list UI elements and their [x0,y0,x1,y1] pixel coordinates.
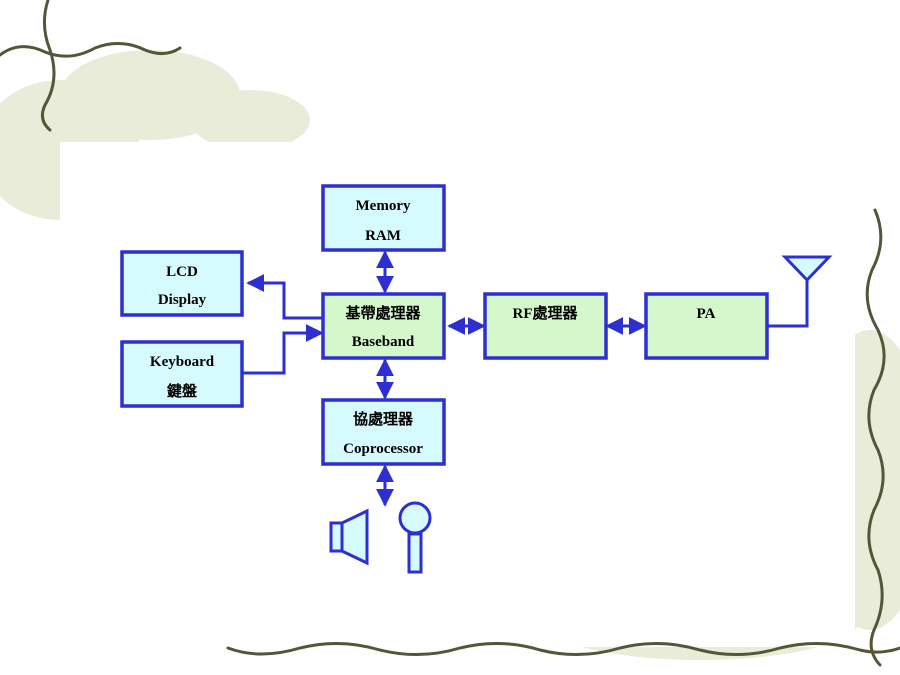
connector-pa-antenna [767,278,809,328]
keyboard-label-line2: 鍵盤 [167,382,198,400]
baseband-block: 基帶處理器 Baseband [321,292,446,360]
rf-block: RF處理器 [483,292,608,360]
connector-baseband-lcd [246,274,323,320]
keyboard-block: Keyboard 鍵盤 [120,340,244,408]
antenna-icon [781,255,833,283]
pa-block: PA [644,292,769,360]
vine-bottom [226,642,900,656]
coprocessor-label-line1: 協處理器 [353,410,414,428]
coprocessor-label-line2: Coprocessor [343,441,423,457]
baseband-label-line1: 基帶處理器 [344,304,421,322]
memory-label-line1: Memory [356,198,411,214]
lcd-label-line1: LCD [166,264,198,280]
leaf-blotch [190,90,310,150]
connector-keyboard-baseband [243,324,324,375]
vine-left [40,0,56,132]
speaker-icon [329,508,369,566]
lcd-label-line2: Display [158,292,207,308]
microphone-icon [398,501,432,574]
coprocessor-block: 協處理器 Coprocessor [321,398,446,466]
keyboard-label-line1: Keyboard [150,354,215,370]
rf-label: RF處理器 [513,304,579,322]
pa-label: PA [697,306,716,322]
lcd-block: LCD Display [120,250,244,317]
memory-block: Memory RAM [321,184,446,252]
vine-top-left [0,42,182,58]
baseband-label-line2: Baseband [352,334,415,350]
vine-right [865,208,886,667]
memory-label-line2: RAM [365,228,401,244]
